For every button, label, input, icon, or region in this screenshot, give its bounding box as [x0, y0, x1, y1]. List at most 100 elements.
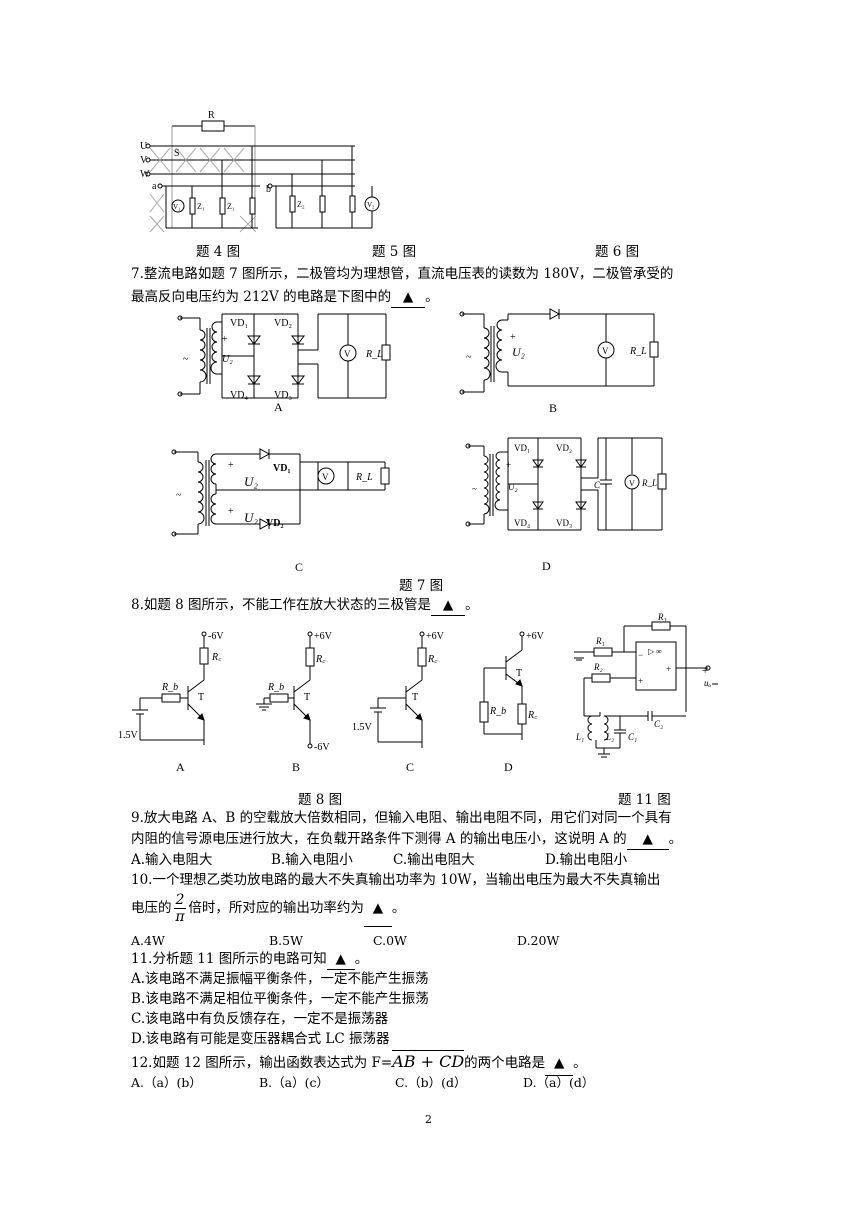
fig8a-15v: 1.5V	[118, 730, 139, 741]
fig8b-neg6: -6V	[314, 742, 330, 753]
q11-option-d[interactable]: D.该电路有可能是变压器耦合式 LC 振荡器	[131, 1031, 390, 1047]
fig7a-vd3: VD₃	[274, 390, 292, 401]
q11-option-a[interactable]: A.该电路不满足振幅平衡条件，一定不能产生振荡	[131, 971, 429, 987]
q7-text: 最高反向电压约为 212V 的电路是下图中的	[131, 289, 392, 305]
fig7d-label: D	[542, 559, 551, 573]
page-number: 2	[425, 1113, 432, 1126]
fig7a-label: A	[274, 400, 283, 414]
fig4-label-b: b	[266, 184, 271, 195]
q9-option-a[interactable]: A.输入电阻大	[131, 852, 213, 868]
q10-answer-blank[interactable]: ▲	[363, 890, 392, 927]
fig7d-c: C	[594, 480, 601, 490]
fig11-plus-out: +	[666, 664, 671, 674]
q12-options: A.（a）(b） B.（a）(c） C.（b）(d） D.（a）(d）	[131, 1073, 594, 1093]
fig4-label-R: R	[208, 110, 215, 121]
fig11-c1: C₁	[628, 732, 637, 742]
fig4-label-a: a	[152, 181, 157, 192]
q11-answer-blank[interactable]: ▲	[326, 949, 355, 970]
q8-text: 8.如题 8 图所示，不能工作在放大状态的三极管是	[131, 597, 432, 613]
q9-options: A.输入电阻大 B.输入电阻小 C.输出电阻大 D.输出电阻小	[131, 850, 627, 870]
fig7a-tilde: ~	[183, 354, 189, 365]
fig11-l2: L₂	[605, 732, 614, 742]
fig7d-u2: U₂	[508, 482, 518, 492]
fig7d-vd1: VD₁	[514, 443, 530, 453]
q12-expression: AB + CD	[392, 1050, 465, 1071]
fig8b-t: T	[304, 692, 310, 703]
fig7b-label: B	[549, 401, 557, 415]
q12-option-d[interactable]: D.（a）(d）	[523, 1075, 595, 1090]
q10-option-b[interactable]: B.5W	[269, 933, 303, 948]
fig7a-vd2: VD₂	[274, 318, 292, 329]
fig4-label-z1: Z₁	[197, 202, 205, 211]
q10-frac-den: π	[175, 909, 185, 925]
q7-answer-blank[interactable]: ▲	[391, 287, 426, 308]
q9-text: 内阻的信号源电压进行放大，在负载开路条件下测得 A 的输出电压小，这说明 A 的	[131, 831, 627, 847]
q9-line2: 内阻的信号源电压进行放大，在负载开路条件下测得 A 的输出电压小，这说明 A 的…	[131, 829, 682, 850]
fig8d-pos6: +6V	[526, 631, 545, 642]
q9-answer-blank[interactable]: ▲	[626, 829, 669, 850]
caption-fig6: 题 6 图	[595, 244, 640, 260]
fig7c-u2b: U₂	[244, 510, 258, 525]
q10-text-mid: 倍时，所对应的输出功率约为	[188, 900, 364, 916]
q12-line: 12.如题 12 图所示，输出函数表达式为 F=AB + CD的两个电路是▲。	[131, 1050, 587, 1076]
fig7c-v: V	[322, 472, 329, 482]
q10-option-d[interactable]: D.20W	[517, 933, 560, 948]
fig7c-plus: +	[228, 460, 234, 471]
figure-7c: + U₂ + U₂ ~ VD₁ VD₂ V R_L C	[170, 446, 400, 576]
fig8c-t: T	[412, 692, 418, 703]
q11-option-b[interactable]: B.该电路不满足相位平衡条件，一定不能产生振荡	[131, 991, 429, 1007]
q9-line1: 9.放大电路 A、B 的空载放大倍数相同，但输入电阻、输出电阻不同，用它们对同一…	[131, 810, 672, 826]
q9-tail: 。	[668, 831, 683, 847]
fig8d-label: D	[504, 760, 513, 774]
q12-text: 12.如题 12 图所示，输出函数表达式为 F=	[131, 1055, 393, 1071]
fig7c-vd1: VD₁	[273, 463, 290, 474]
fig7b-v: V	[602, 346, 609, 356]
fig7d-plus: +	[506, 460, 511, 470]
q12-option-b[interactable]: B.（a）(c）	[259, 1075, 329, 1090]
q9-option-b[interactable]: B.输入电阻小	[271, 852, 353, 868]
q11-option-c[interactable]: C.该电路中有负反馈存在，一定不是振荡器	[131, 1011, 389, 1027]
fig7c-u2a: U₂	[244, 474, 258, 489]
caption-fig11: 题 11 图	[618, 792, 671, 808]
q10-tail: 。	[391, 900, 406, 916]
q7-line1: 7.整流电路如题 7 图所示，二极管均为理想管，直流电压表的读数为 180V，二…	[131, 266, 674, 282]
fig8c-label: C	[406, 760, 414, 774]
q10-line1: 10.一个理想乙类功放电路的最大不失真输出功率为 10W，当输出电压为最大不失真…	[131, 872, 661, 888]
fig11-uo: uₒ	[704, 678, 712, 688]
figure-8d: +6V T R_b R꜀ D	[470, 630, 570, 775]
q9-option-d[interactable]: D.输出电阻小	[545, 852, 628, 868]
fig7c-rl: R_L	[355, 472, 373, 483]
figure-8a: -6V R꜀ R_b T 1.5V A	[118, 630, 224, 775]
q12-answer-blank[interactable]: ▲	[545, 1051, 574, 1076]
fig8b-pos6: +6V	[314, 631, 333, 642]
caption-fig5: 题 5 图	[372, 244, 417, 260]
fig7b-plus: +	[510, 332, 516, 343]
fig4-label-S: S	[174, 148, 180, 159]
fig11-r1: R₁	[595, 636, 605, 646]
q8-answer-blank[interactable]: ▲	[431, 595, 466, 616]
q10-option-c[interactable]: C.0W	[373, 933, 407, 948]
fig7d-vd4: VD₄	[514, 518, 530, 528]
fig7d-tilde: ~	[472, 484, 477, 494]
fig7b-tilde: ~	[466, 352, 472, 363]
q10-option-a[interactable]: A.4W	[131, 933, 165, 948]
fig11-plus: +	[638, 676, 643, 686]
fig8a-label: A	[176, 760, 185, 774]
q7-tail: 。	[425, 289, 439, 305]
fig7a-u2: U₂	[222, 354, 233, 365]
q12-option-c[interactable]: C.（b）(d）	[395, 1075, 467, 1090]
q8-tail: 。	[465, 597, 479, 613]
fig4-label-v1: V₁	[173, 203, 181, 211]
q8-line: 8.如题 8 图所示，不能工作在放大状态的三极管是▲。	[131, 595, 479, 616]
q11-text: 11.分析题 11 图所示的电路可知	[131, 951, 327, 967]
q7-line2: 最高反向电压约为 212V 的电路是下图中的▲。	[131, 287, 439, 308]
q12-option-a[interactable]: A.（a）(b）	[131, 1075, 202, 1090]
q10-options: A.4W B.5W C.0W D.20W	[131, 931, 559, 951]
caption-fig8: 题 8 图	[298, 792, 343, 808]
q9-option-c[interactable]: C.输出电阻大	[393, 852, 475, 868]
fig7c-label: C	[295, 560, 303, 574]
fig4-label-z1: Z₁	[227, 202, 235, 211]
fig11-l1: L₁	[575, 732, 584, 742]
